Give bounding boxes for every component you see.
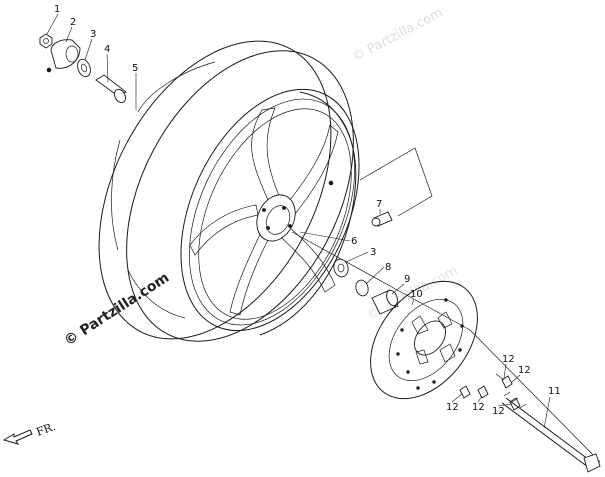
part-3-washer <box>77 58 91 78</box>
callout-12-b: 12 <box>518 365 531 376</box>
callout-12-d: 12 <box>472 402 485 413</box>
axle-reference-lines <box>291 147 601 463</box>
callout-7: 7 <box>376 199 382 210</box>
front-direction-label: FR. <box>35 420 58 439</box>
front-direction-indicator: FR. <box>2 420 58 445</box>
wheel-hub <box>256 180 334 242</box>
callout-12-c: 12 <box>446 402 459 413</box>
callout-3: 3 <box>90 29 96 40</box>
part-8-bearing <box>355 279 369 297</box>
callout-10: 10 <box>410 289 423 300</box>
callout-2: 2 <box>70 17 76 28</box>
callout-5: 5 <box>132 63 138 74</box>
part-11-axle <box>501 391 601 473</box>
callout-3-right: 3 <box>370 247 376 258</box>
wheel-spokes <box>189 107 339 316</box>
part-3-collar-right <box>333 258 349 278</box>
callouts: 1 2 3 4 5 6 7 3 8 9 10 11 12 12 12 12 12 <box>46 4 561 429</box>
callout-11: 11 <box>548 386 561 397</box>
callout-1: 1 <box>54 4 60 15</box>
callout-12-e: 12 <box>492 406 505 417</box>
callout-4: 4 <box>104 44 110 55</box>
part-1-nut <box>39 33 53 49</box>
callout-6: 6 <box>351 236 357 247</box>
part-9-spacer <box>371 289 399 315</box>
callout-8: 8 <box>385 262 391 273</box>
front-arrow-icon <box>2 429 33 445</box>
part-12-bolts <box>459 373 521 411</box>
watermark-top-right: © Partzilla.com <box>350 5 446 65</box>
callout-9: 9 <box>404 274 410 285</box>
part-2-collar <box>46 39 81 73</box>
rim <box>180 88 360 336</box>
part-10-brake-disc <box>370 280 478 400</box>
callout-12-a: 12 <box>502 354 515 365</box>
part-7-valve <box>371 211 393 227</box>
part-4-spacer <box>95 74 127 104</box>
